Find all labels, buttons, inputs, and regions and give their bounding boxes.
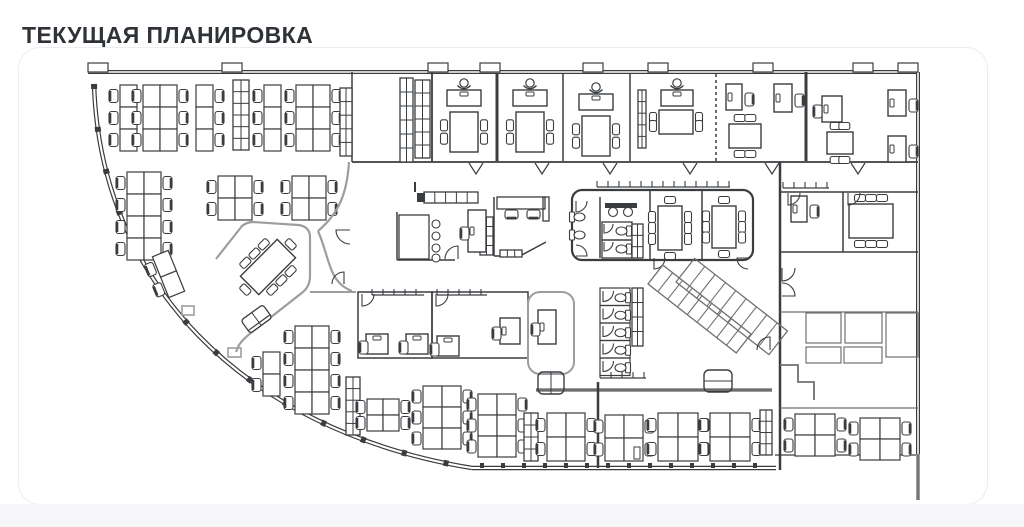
page-bottom-strip xyxy=(0,504,1024,527)
page-title: ТЕКУЩАЯ ПЛАНИРОВКА xyxy=(22,22,314,49)
